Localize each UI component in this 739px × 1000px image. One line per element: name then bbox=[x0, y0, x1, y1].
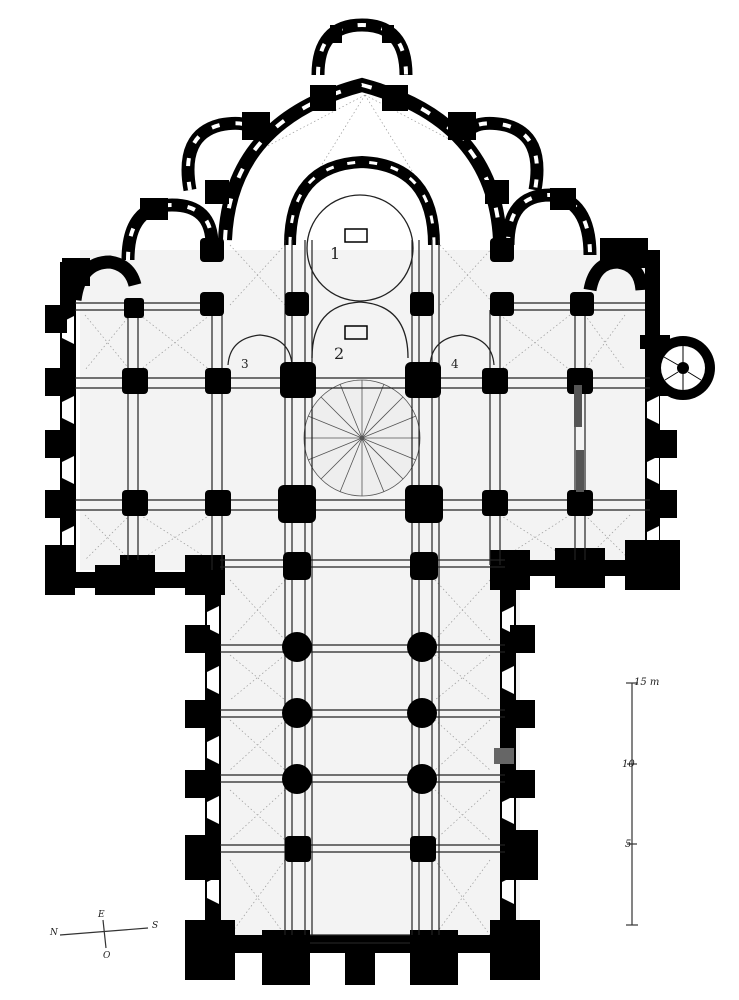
chevet-pillars bbox=[62, 25, 648, 286]
sacristy-wall bbox=[574, 385, 584, 492]
chapel-label-3: 3 bbox=[241, 357, 249, 371]
chapel-label-2: 2 bbox=[334, 344, 345, 363]
crossing-piers bbox=[122, 238, 594, 580]
floor-shading bbox=[80, 250, 650, 945]
buttresses bbox=[45, 305, 680, 985]
vault-diagonals bbox=[84, 94, 631, 936]
chapel-label-1: 1 bbox=[330, 244, 341, 263]
nave-columns bbox=[282, 632, 437, 862]
compass-south: S bbox=[152, 921, 159, 931]
scale-bar bbox=[626, 682, 638, 926]
stair-tower bbox=[640, 335, 715, 400]
ambulatory bbox=[218, 77, 507, 366]
compass-east: E bbox=[98, 910, 105, 920]
scale-label-10: 10 bbox=[622, 759, 635, 770]
compass-north: N bbox=[50, 928, 58, 938]
crossing-vault bbox=[303, 379, 421, 497]
chapel-label-4: 4 bbox=[451, 357, 459, 371]
scale-label-15m: 15 m bbox=[634, 677, 660, 688]
scale-label-5: 5 bbox=[625, 839, 632, 850]
compass bbox=[59, 919, 149, 949]
compass-west: O bbox=[103, 951, 111, 961]
transverse-arches bbox=[75, 240, 650, 944]
